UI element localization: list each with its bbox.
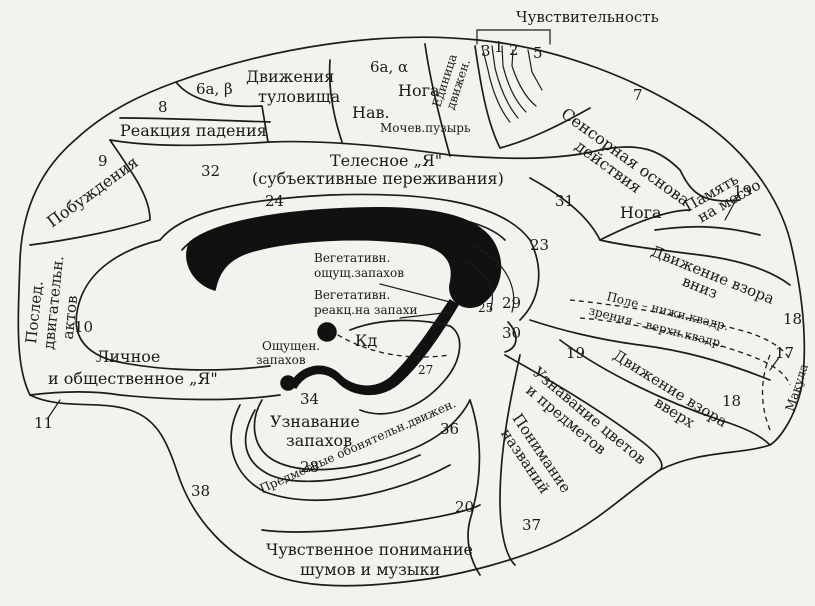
macula-outline	[763, 355, 771, 430]
label-area-19b: 19	[566, 344, 585, 362]
boundary-38	[262, 505, 480, 532]
label-veg-1: Вегетативн.	[314, 251, 390, 265]
label-area-6ab: 6а, β	[196, 80, 233, 98]
label-area-18b: 18	[722, 392, 741, 410]
label-smell-1: Ощущен.	[262, 339, 320, 353]
label-area-11: 11	[34, 414, 53, 432]
label-sensitivity: Чувствительность	[516, 8, 659, 26]
label-veg-4: реакц.на запахи	[314, 303, 418, 317]
label-area-34: 34	[300, 390, 319, 408]
label-music-1: Чувственное понимание	[266, 540, 473, 559]
label-area-27: 27	[418, 363, 433, 377]
label-seq-group: Послед. двигательн. актов	[22, 253, 86, 352]
label-kd: Кд	[355, 331, 377, 350]
label-area-25: 25	[478, 301, 493, 315]
label-bladder: Мочев.пузырь	[380, 121, 471, 135]
label-area-31: 31	[555, 192, 574, 210]
label-memory-group: Память на место	[681, 162, 764, 229]
label-leg-2: Нога	[620, 203, 662, 222]
label-sensory-1: Сенсорная основа	[558, 104, 694, 210]
label-area-7: 7	[633, 86, 643, 104]
label-area-20: 20	[455, 498, 474, 516]
label-area-17: 17	[775, 344, 794, 362]
label-area-6aa: 6а, α	[370, 58, 408, 76]
boundary-pers	[30, 392, 280, 400]
label-area-23: 23	[530, 236, 549, 254]
label-area-3: 3	[481, 42, 491, 60]
label-area-1: 1	[494, 38, 504, 56]
label-area-37: 37	[522, 516, 541, 534]
label-veg-2: ощущ.запахов	[314, 266, 404, 280]
leader-veg	[380, 284, 450, 302]
smell-node	[281, 376, 295, 390]
label-area-5: 5	[533, 44, 543, 62]
label-macula-group: Макула	[783, 362, 811, 413]
label-area-29: 29	[502, 294, 521, 312]
label-unity-group: Единица движен.	[430, 52, 474, 113]
label-recog-1: Узнавание	[270, 412, 360, 431]
label-veg-3: Вегетативн.	[314, 288, 390, 302]
boundary-19a	[655, 227, 760, 235]
label-area-38: 38	[191, 482, 210, 500]
label-area-18a: 18	[783, 310, 802, 328]
label-area-30: 30	[502, 324, 521, 342]
label-area-24: 24	[265, 192, 284, 210]
label-music-2: шумов и музыки	[300, 560, 440, 579]
label-trunk-2: туловища	[258, 87, 341, 106]
label-area-8: 8	[158, 98, 168, 116]
label-body-self-1: Телесное „Я"	[330, 151, 442, 170]
label-area-2: 2	[509, 41, 519, 59]
label-area-36: 36	[440, 420, 459, 438]
label-nav: Нав.	[352, 103, 390, 122]
label-trunk-1: Движения	[246, 67, 334, 86]
label-personal-2: и общественное „Я"	[48, 369, 218, 388]
label-area-32: 32	[201, 162, 220, 180]
label-macula: Макула	[783, 362, 811, 413]
label-area-9: 9	[98, 152, 108, 170]
label-fall-reaction: Реакция падения	[120, 121, 267, 140]
label-smell-2: запахов	[256, 353, 306, 367]
label-body-self-2: (субъективные переживания)	[252, 169, 504, 188]
label-urges: Побуждения	[43, 152, 142, 231]
label-personal-1: Личное	[96, 347, 160, 366]
label-urges-group: Побуждения	[43, 152, 142, 231]
label-area-10: 10	[74, 318, 93, 336]
